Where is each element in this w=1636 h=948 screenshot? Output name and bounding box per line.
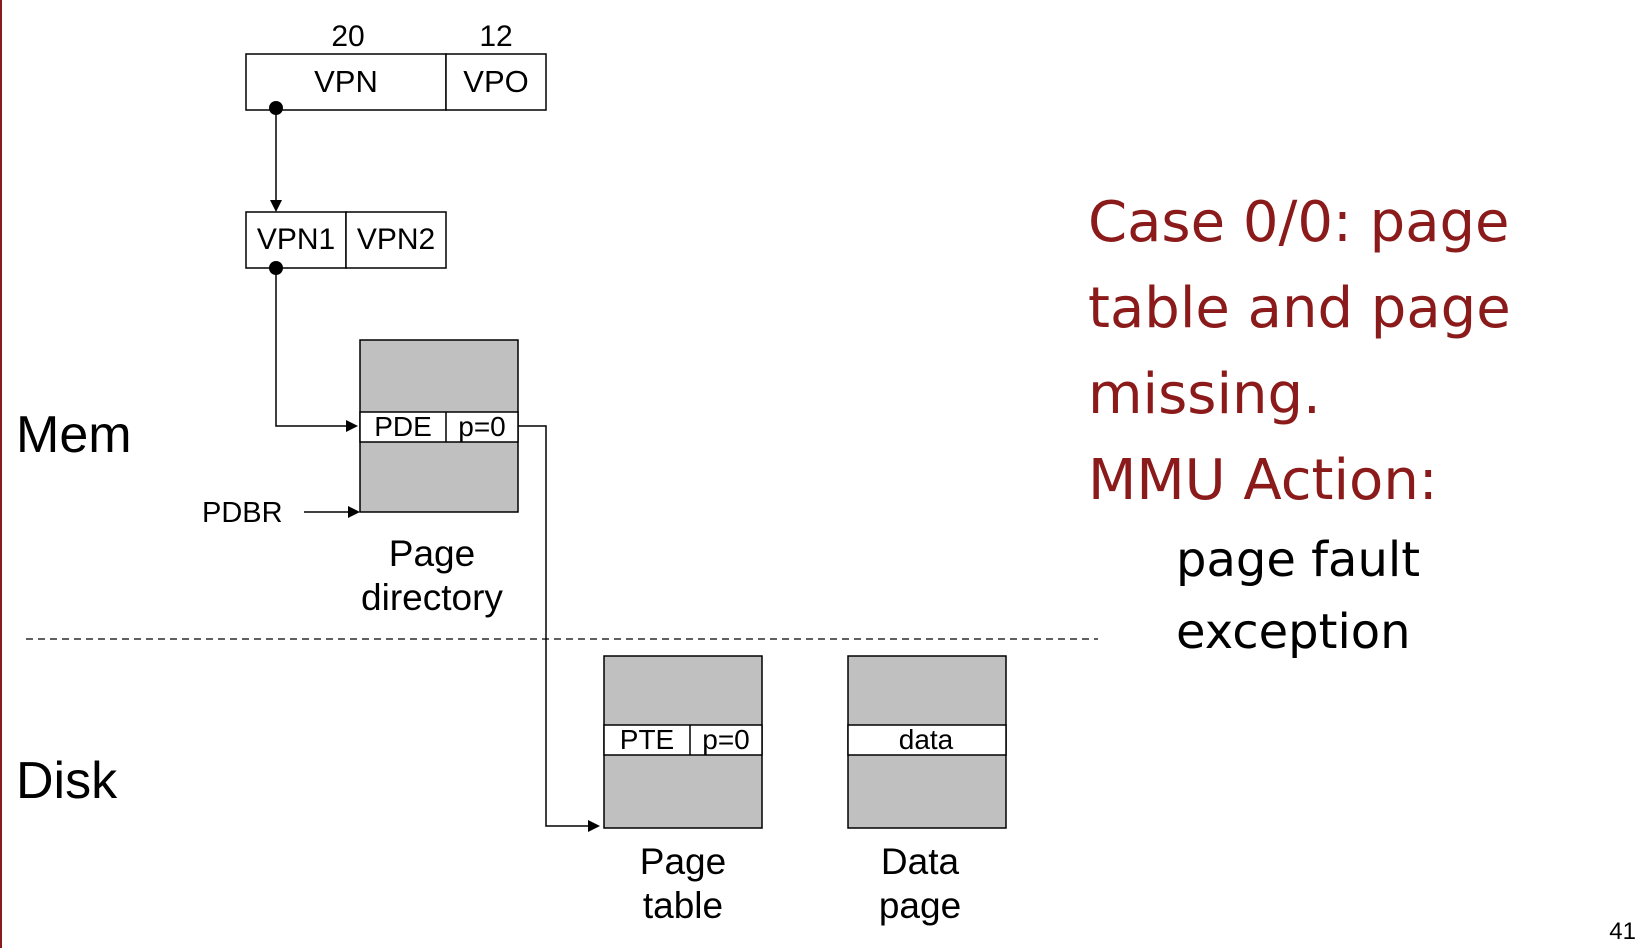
- vpn2-field: [345, 211, 447, 269]
- disk-label: Disk: [16, 752, 118, 810]
- mem-label: Mem: [16, 406, 132, 464]
- mmu-action-line-1: page fault: [1176, 532, 1421, 588]
- vpn1-to-pde-arrow: [275, 268, 358, 432]
- pde-to-page-table-arrow: [518, 425, 600, 832]
- page-table-caption-line2: table: [643, 885, 723, 926]
- explanation-panel: Case 0/0: page table and page missing. M…: [1088, 180, 1618, 668]
- vpn-label: VPN: [314, 64, 378, 99]
- pde-entry: [359, 411, 519, 443]
- data-page-caption-line2: page: [879, 885, 961, 926]
- vpn-bit-width: 20: [331, 20, 364, 53]
- page-directory-caption-line2: directory: [361, 577, 503, 618]
- vpn1-field: [245, 211, 347, 269]
- mmu-action-title: MMU Action:: [1088, 448, 1438, 513]
- left-accent-rule: [0, 0, 2, 948]
- pte-present-flag: p=0: [702, 724, 750, 755]
- vpn1-label: VPN1: [257, 223, 335, 256]
- data-page-caption-line1: Data: [881, 841, 960, 882]
- pde-present-flag: p=0: [458, 411, 506, 442]
- pdbr-label: PDBR: [202, 497, 283, 529]
- slide-number: 41: [1609, 918, 1636, 945]
- vpn-field: [245, 53, 447, 111]
- case-line-2: table and page: [1088, 276, 1511, 341]
- case-line-3: missing.: [1088, 362, 1321, 427]
- data-entry-label: data: [899, 724, 954, 755]
- case-line-1: Case 0/0: page: [1088, 190, 1510, 255]
- vpn2-label: VPN2: [357, 223, 435, 256]
- pte-entry: [603, 724, 763, 756]
- vpo-label: VPO: [463, 64, 528, 99]
- page-directory-caption-line1: Page: [389, 533, 475, 574]
- data-entry: [847, 724, 1007, 756]
- vpo-field: [445, 53, 547, 111]
- mmu-action-line-2: exception: [1176, 604, 1411, 660]
- vpo-bit-width: 12: [479, 20, 512, 53]
- translation-diagram: 20 12 VPN VPO VPN1 VPN2 Mem PDE p=0 PDBR…: [16, 20, 1098, 926]
- pte-label: PTE: [620, 724, 674, 755]
- pde-label: PDE: [374, 411, 432, 442]
- page-table-caption-line1: Page: [640, 841, 726, 882]
